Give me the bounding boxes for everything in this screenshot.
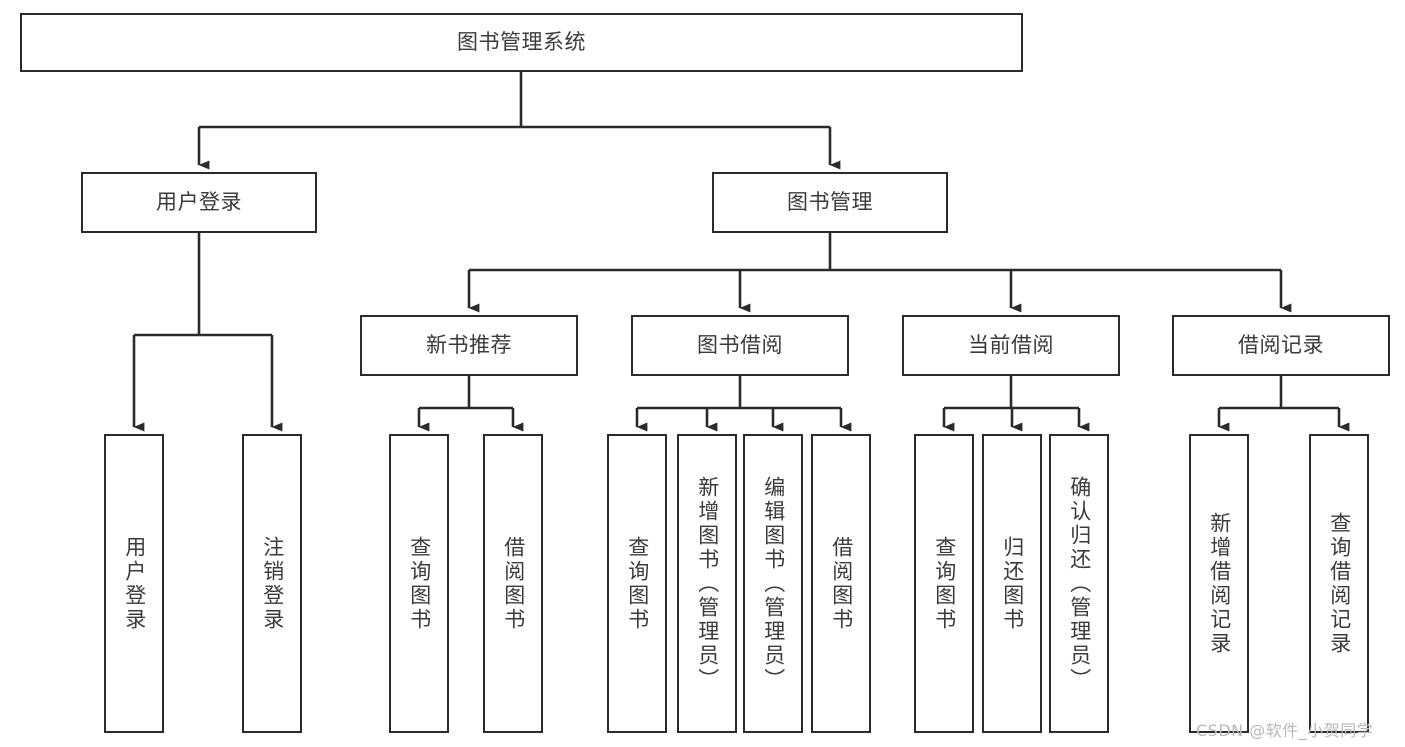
node-root-system[interactable]: 图书管理系统 [20, 13, 1023, 72]
node-current-borrow[interactable]: 当前借阅 [902, 315, 1120, 376]
leaf-current-borrow-query[interactable]: 查询图书 [914, 434, 974, 733]
leaf-borrow-record-add[interactable]: 新增借阅记录 [1189, 434, 1249, 733]
node-label: 图书管理 [787, 190, 873, 215]
node-label: 编辑图书（管理员） [761, 475, 786, 692]
leaf-current-borrow-confirm-return[interactable]: 确认归还（管理员） [1049, 434, 1109, 733]
node-label: 借阅图书 [829, 535, 854, 632]
node-borrow-record[interactable]: 借阅记录 [1172, 315, 1390, 376]
node-user-login[interactable]: 用户登录 [81, 172, 317, 233]
node-label: 新增借阅记录 [1207, 511, 1232, 656]
node-new-book-recommend[interactable]: 新书推荐 [360, 315, 578, 376]
node-label: 用户登录 [156, 190, 242, 215]
leaf-current-borrow-return[interactable]: 归还图书 [982, 434, 1042, 733]
node-label: 用户登录 [122, 535, 147, 632]
node-label: 查询图书 [625, 535, 650, 632]
node-book-borrow[interactable]: 图书借阅 [631, 315, 849, 376]
leaf-book-borrow-edit[interactable]: 编辑图书（管理员） [743, 434, 803, 733]
node-label: 图书借阅 [697, 333, 783, 358]
leaf-new-book-query[interactable]: 查询图书 [389, 434, 449, 733]
leaf-book-borrow-borrow[interactable]: 借阅图书 [811, 434, 871, 733]
leaf-user-login-login[interactable]: 用户登录 [104, 434, 164, 733]
leaf-borrow-record-query[interactable]: 查询借阅记录 [1309, 434, 1369, 733]
node-label: 当前借阅 [968, 333, 1054, 358]
node-label: 查询借阅记录 [1327, 511, 1352, 656]
leaf-new-book-borrow[interactable]: 借阅图书 [483, 434, 543, 733]
node-label: 查询图书 [932, 535, 957, 632]
node-label: 借阅记录 [1238, 333, 1324, 358]
leaf-book-borrow-add[interactable]: 新增图书（管理员） [677, 434, 737, 733]
node-label: 查询图书 [407, 535, 432, 632]
node-book-management[interactable]: 图书管理 [712, 172, 948, 233]
node-label: 归还图书 [1000, 535, 1025, 632]
node-label: 新书推荐 [426, 333, 512, 358]
leaf-book-borrow-query[interactable]: 查询图书 [607, 434, 667, 733]
node-label: 注销登录 [260, 535, 285, 632]
node-label: 新增图书（管理员） [695, 475, 720, 692]
leaf-user-login-logout[interactable]: 注销登录 [242, 434, 302, 733]
node-label: 确认归还（管理员） [1067, 475, 1092, 692]
node-label: 图书管理系统 [457, 30, 586, 55]
node-label: 借阅图书 [501, 535, 526, 632]
watermark-csdn: CSDN @软件_小贺同学 [1196, 721, 1374, 740]
